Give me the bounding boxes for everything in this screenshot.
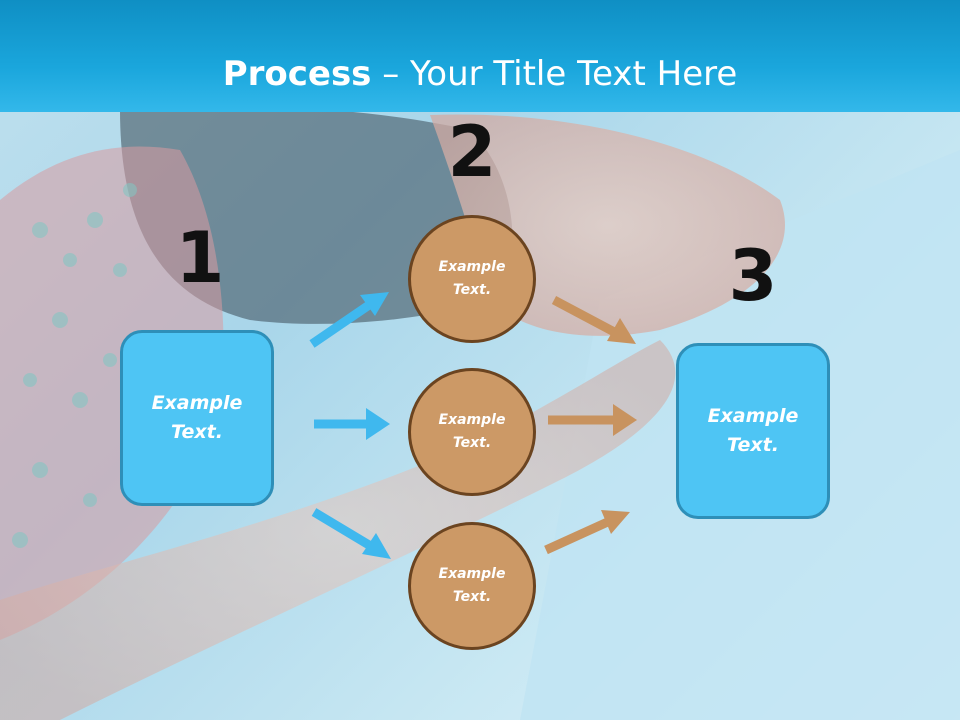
step-1-label: Example Text. <box>151 392 243 443</box>
step-2-label-bottom: Example Text. <box>438 566 506 605</box>
step-2-circle-top: Example Text. <box>408 215 536 343</box>
blue-arrow-up <box>309 292 389 348</box>
step-2-circle-middle: Example Text. <box>408 368 536 496</box>
brown-arrow-down <box>551 296 636 344</box>
blue-arrow-down <box>311 508 391 559</box>
brown-arrow-straight <box>548 404 637 436</box>
step-3-box: Example Text. <box>676 343 830 519</box>
step-number-1: 1 <box>175 217 225 299</box>
title-bold: Process <box>222 54 372 94</box>
step-1-box: Example Text. <box>120 330 274 506</box>
step-2-circle-bottom: Example Text. <box>408 522 536 650</box>
step-2-label-top: Example Text. <box>438 259 506 298</box>
brown-arrow-up <box>544 510 630 555</box>
step-number-2: 2 <box>447 111 497 193</box>
title-rest: – Your Title Text Here <box>371 54 738 94</box>
blue-arrow-straight <box>314 408 390 440</box>
step-2-label-middle: Example Text. <box>438 412 506 451</box>
page-title: Process – Your Title Text Here <box>0 52 960 96</box>
step-3-label: Example Text. <box>707 405 799 456</box>
title-bar <box>0 0 960 112</box>
step-number-3: 3 <box>728 235 778 317</box>
